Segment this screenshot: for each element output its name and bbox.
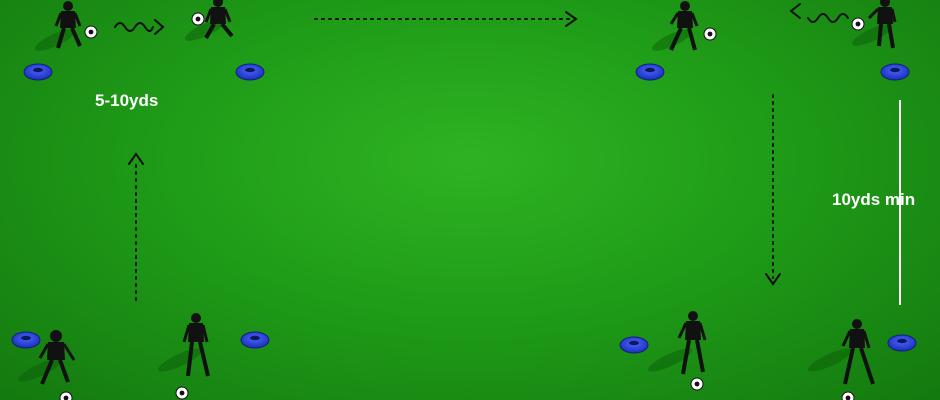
balls xyxy=(59,12,865,400)
shadows xyxy=(18,19,893,382)
player-3 xyxy=(669,1,699,51)
player-8 xyxy=(841,319,875,385)
ball-2 xyxy=(191,12,205,26)
player-1 xyxy=(54,1,82,49)
cone-6 xyxy=(240,331,270,349)
cone-1 xyxy=(23,63,53,81)
cone-7 xyxy=(619,336,649,354)
player-2 xyxy=(204,0,234,39)
dribble-arrow-right xyxy=(114,19,165,35)
cone-8 xyxy=(887,334,917,352)
cone-2 xyxy=(235,63,265,81)
cone-4 xyxy=(880,63,910,81)
grid-width-label: 5-10yds xyxy=(95,91,159,110)
cones xyxy=(11,63,917,354)
ball-6 xyxy=(175,386,189,400)
ball-7 xyxy=(690,377,704,391)
ball-4 xyxy=(851,17,865,31)
players xyxy=(38,0,897,385)
player-4 xyxy=(867,0,897,49)
grid-height-label: 10yds min xyxy=(832,190,916,209)
ball-8 xyxy=(841,391,855,400)
ball-5 xyxy=(59,391,73,400)
arrow-right xyxy=(314,11,578,27)
arrow-up xyxy=(128,152,144,301)
cone-5 xyxy=(11,331,41,349)
arrow-down xyxy=(765,94,781,286)
ball-3 xyxy=(703,27,717,41)
player-7 xyxy=(677,311,707,375)
player-6 xyxy=(182,313,210,377)
player-5 xyxy=(38,330,76,385)
ball-1 xyxy=(84,25,98,39)
cone-3 xyxy=(635,63,665,81)
dribble-arrow-left xyxy=(789,3,849,23)
